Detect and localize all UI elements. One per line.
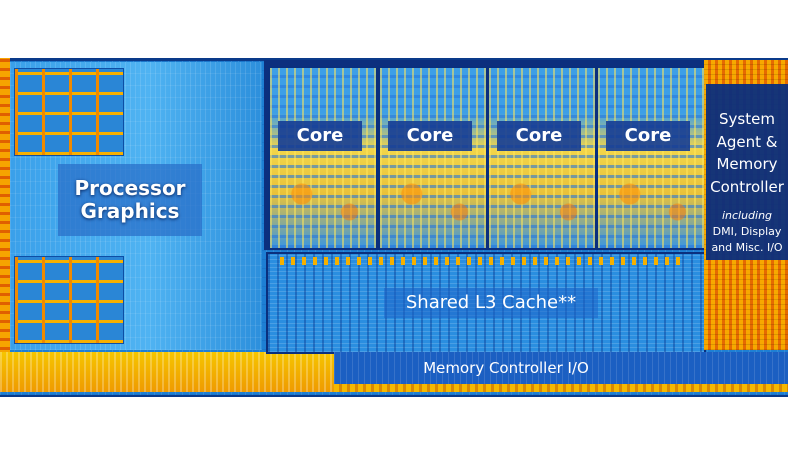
processor-graphics-label: Processor Graphics <box>58 164 202 236</box>
execution-unit-block <box>14 256 124 344</box>
core-label-1: Core <box>278 121 362 151</box>
core-label-4: Core <box>606 121 690 151</box>
memory-controller-io-label: Memory Controller I/O <box>423 359 589 378</box>
core-label-2: Core <box>388 121 472 151</box>
memory-controller-gold-strip <box>334 384 788 392</box>
shared-l3-cache-region <box>266 252 706 354</box>
cache-gold-stripe <box>280 257 680 265</box>
core-tile-1 <box>268 66 378 250</box>
die-bottom-gold-strip <box>0 352 340 392</box>
system-agent-panel: System Agent & Memory Controller includi… <box>706 84 788 260</box>
core-label-3: Core <box>497 121 581 151</box>
system-agent-label: System Agent & Memory Controller <box>710 110 784 196</box>
system-agent-details: DMI, Display and Misc. I/O <box>711 224 783 254</box>
system-agent-note: including DMI, Display and Misc. I/O <box>706 208 788 256</box>
shared-l3-cache-label: Shared L3 Cache** <box>384 288 598 318</box>
system-agent-including: including <box>721 209 773 222</box>
core-tile-4 <box>596 66 706 250</box>
die-left-edge <box>0 58 10 392</box>
execution-unit-block <box>14 68 124 156</box>
core-tile-2 <box>378 66 488 250</box>
core-tile-3 <box>487 66 597 250</box>
